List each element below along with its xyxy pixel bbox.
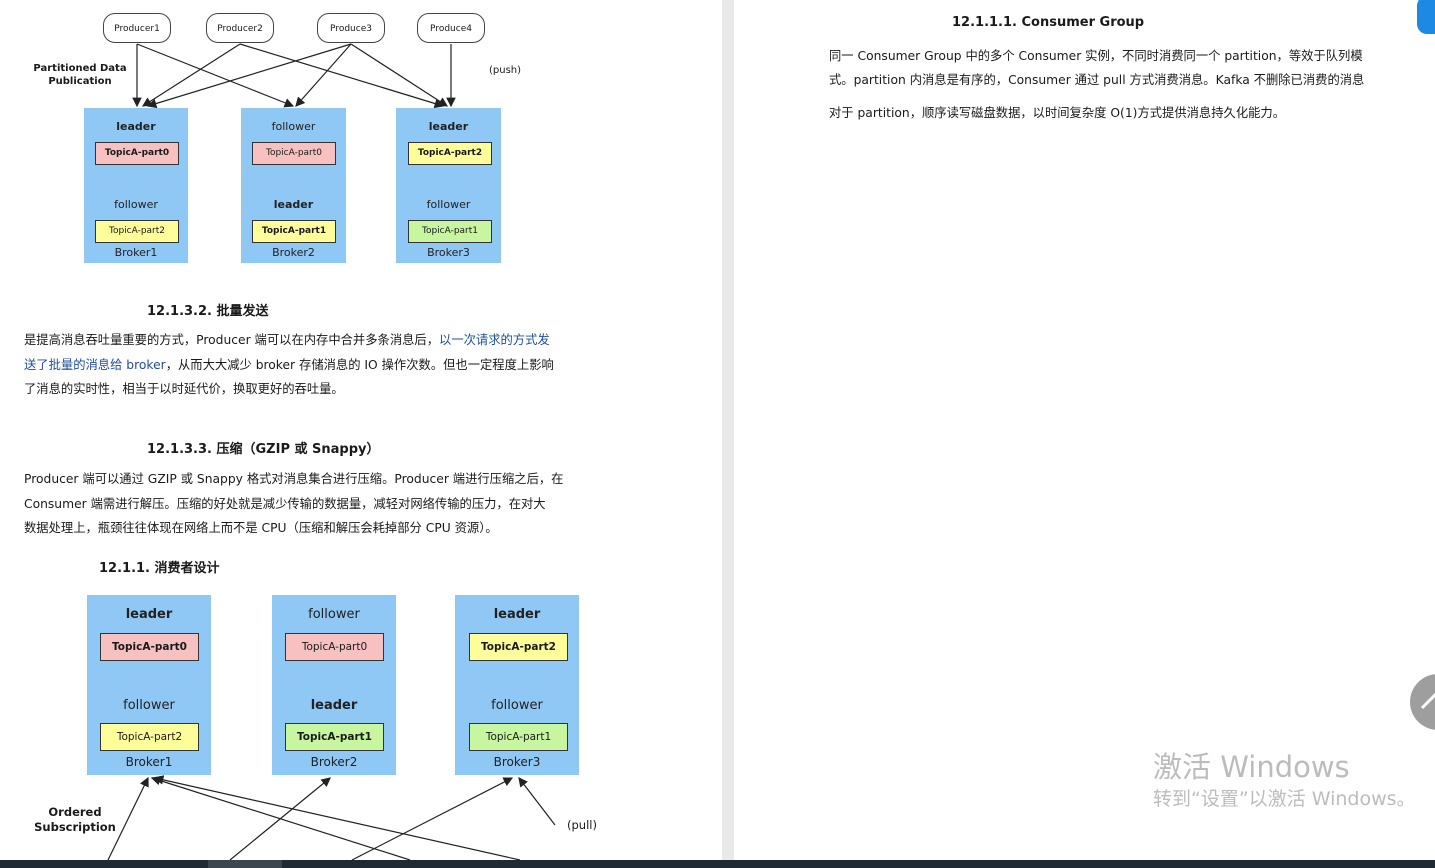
compression-paragraph: Producer 端可以通过 GZIP 或 Snappy 格式对消息集合进行压缩… xyxy=(24,467,634,541)
document-page-left: Producer1 Producer2 Produce3 Produce4 Pa… xyxy=(0,0,722,860)
partition-box: TopicA-part2 xyxy=(95,220,179,243)
broker-box: leader TopicA-part0 follower TopicA-part… xyxy=(84,108,188,263)
text-span: ，从而大大减少 broker 存储消息的 IO 操作次数。但也一定程度上影响 xyxy=(165,357,554,372)
partition-box: TopicA-part2 xyxy=(408,142,492,165)
partition-box: TopicA-part0 xyxy=(285,633,384,661)
consumer-group-paragraph: 同一 Consumer Group 中的多个 Consumer 实例，不同时消费… xyxy=(829,44,1429,125)
broker-box: leader TopicA-part0 follower TopicA-part… xyxy=(87,595,211,775)
publication-arrows xyxy=(132,43,456,109)
paragraph-line: 对于 partition，顺序读写磁盘数据，以时间复杂度 O(1)方式提供消息持… xyxy=(829,106,1286,120)
document-page-right: 12.1.1.1. Consumer Group 同一 Consumer Gro… xyxy=(734,0,1435,860)
partition-box: TopicA-part1 xyxy=(469,723,568,751)
paragraph-line: Consumer 端需进行解压。压缩的好处就是减少传输的数据量，减轻对网络传输的… xyxy=(24,496,546,511)
broker-box: leader TopicA-part2 follower TopicA-part… xyxy=(455,595,579,775)
broker-role: follower xyxy=(114,198,158,211)
subscription-diagram: leader TopicA-part0 follower TopicA-part… xyxy=(0,585,722,860)
section-heading-batch-send: 12.1.3.2. 批量发送 xyxy=(147,304,269,319)
partition-box: TopicA-part0 xyxy=(252,142,336,165)
publication-label: Partitioned Data Publication xyxy=(33,63,127,87)
partition-box: TopicA-part1 xyxy=(285,723,384,751)
producer-node: Producer2 xyxy=(206,13,274,43)
pull-label: (pull) xyxy=(567,818,597,832)
partition-box: TopicA-part2 xyxy=(469,633,568,661)
highlighted-text: 送了批量的消息给 broker xyxy=(24,357,166,372)
broker-role: leader xyxy=(493,607,541,622)
text-span: 是提高消息吞吐量重要的方式，Producer 端可以在内存中合并多条消息后， xyxy=(24,333,440,347)
partition-box: TopicA-part1 xyxy=(408,220,492,243)
paragraph-line: 数据处理上，瓶颈往往体现在网络上而不是 CPU（压缩和解压会耗掉部分 CPU 资… xyxy=(24,521,498,535)
taskbar-item[interactable] xyxy=(208,860,282,868)
push-label: (push) xyxy=(489,65,522,76)
broker-name: Broker2 xyxy=(310,755,358,769)
section-heading-consumer-design: 12.1.1. 消费者设计 xyxy=(99,561,220,576)
app-shortcut-button[interactable] xyxy=(1417,0,1435,34)
broker-box: leader TopicA-part2 follower TopicA-part… xyxy=(396,108,501,263)
paragraph-line: Producer 端可以通过 GZIP 或 Snappy 格式对消息集合进行压缩… xyxy=(24,472,564,486)
broker-role: follower xyxy=(426,198,471,211)
broker-box: follower TopicA-part0 leader TopicA-part… xyxy=(241,108,346,263)
broker-name: Broker1 xyxy=(125,755,173,769)
section-heading-consumer-group: 12.1.1.1. Consumer Group xyxy=(952,15,1145,30)
scroll-to-top-button[interactable] xyxy=(1410,674,1435,730)
section-heading-compression: 12.1.3.3. 压缩（GZIP 或 Snappy） xyxy=(147,442,380,457)
partition-box: TopicA-part1 xyxy=(252,220,336,243)
broker-name: Broker3 xyxy=(493,755,541,769)
paragraph-line: 了消息的实时性，相当于以时延代价，换取更好的吞吐量。 xyxy=(24,377,634,402)
broker-role: leader xyxy=(310,698,358,713)
producer-node: Producer1 xyxy=(103,13,171,43)
text-span: 了消息的实时性，相当于以时延代价，换取更好的吞吐量。 xyxy=(24,382,344,396)
broker-role: follower xyxy=(308,607,360,622)
paragraph-line: 式。partition 内消息是有序的，Consumer 通过 pull 方式消… xyxy=(829,73,1365,87)
subscription-arrows xyxy=(107,775,556,860)
broker-role: leader xyxy=(125,607,173,622)
paragraph-line: 是提高消息吞吐量重要的方式，Producer 端可以在内存中合并多条消息后，以一… xyxy=(24,328,634,353)
broker-role: leader xyxy=(428,120,469,133)
producer-node: Produce4 xyxy=(417,13,485,43)
paragraph-line: 送了批量的消息给 broker，从而大大减少 broker 存储消息的 IO 操… xyxy=(24,353,634,378)
broker-role: leader xyxy=(273,198,314,211)
chevron-up-icon xyxy=(1420,692,1435,710)
activation-watermark-subtitle: 转到“设置”以激活 Windows。 xyxy=(1153,788,1416,810)
partition-box: TopicA-part0 xyxy=(95,142,179,165)
publication-diagram: Producer1 Producer2 Produce3 Produce4 Pa… xyxy=(0,0,722,270)
paragraph-line: 同一 Consumer Group 中的多个 Consumer 实例，不同时消费… xyxy=(829,49,1363,63)
broker-name: Broker3 xyxy=(427,246,470,259)
broker-name: Broker2 xyxy=(272,246,315,259)
broker-role: follower xyxy=(271,120,316,133)
highlighted-text: 以一次请求的方式发 xyxy=(439,333,550,347)
batch-send-paragraph: 是提高消息吞吐量重要的方式，Producer 端可以在内存中合并多条消息后，以一… xyxy=(24,328,634,402)
subscription-label: Ordered Subscription xyxy=(34,805,116,834)
broker-name: Broker1 xyxy=(114,246,158,259)
taskbar xyxy=(0,860,1435,868)
broker-role: follower xyxy=(123,698,175,713)
broker-box: follower TopicA-part0 leader TopicA-part… xyxy=(272,595,396,775)
broker-role: leader xyxy=(116,120,156,133)
producer-node: Produce3 xyxy=(317,13,385,43)
activation-watermark-title: 激活 Windows xyxy=(1153,750,1350,784)
partition-box: TopicA-part0 xyxy=(100,633,199,661)
partition-box: TopicA-part2 xyxy=(100,723,199,751)
broker-role: follower xyxy=(491,698,543,713)
